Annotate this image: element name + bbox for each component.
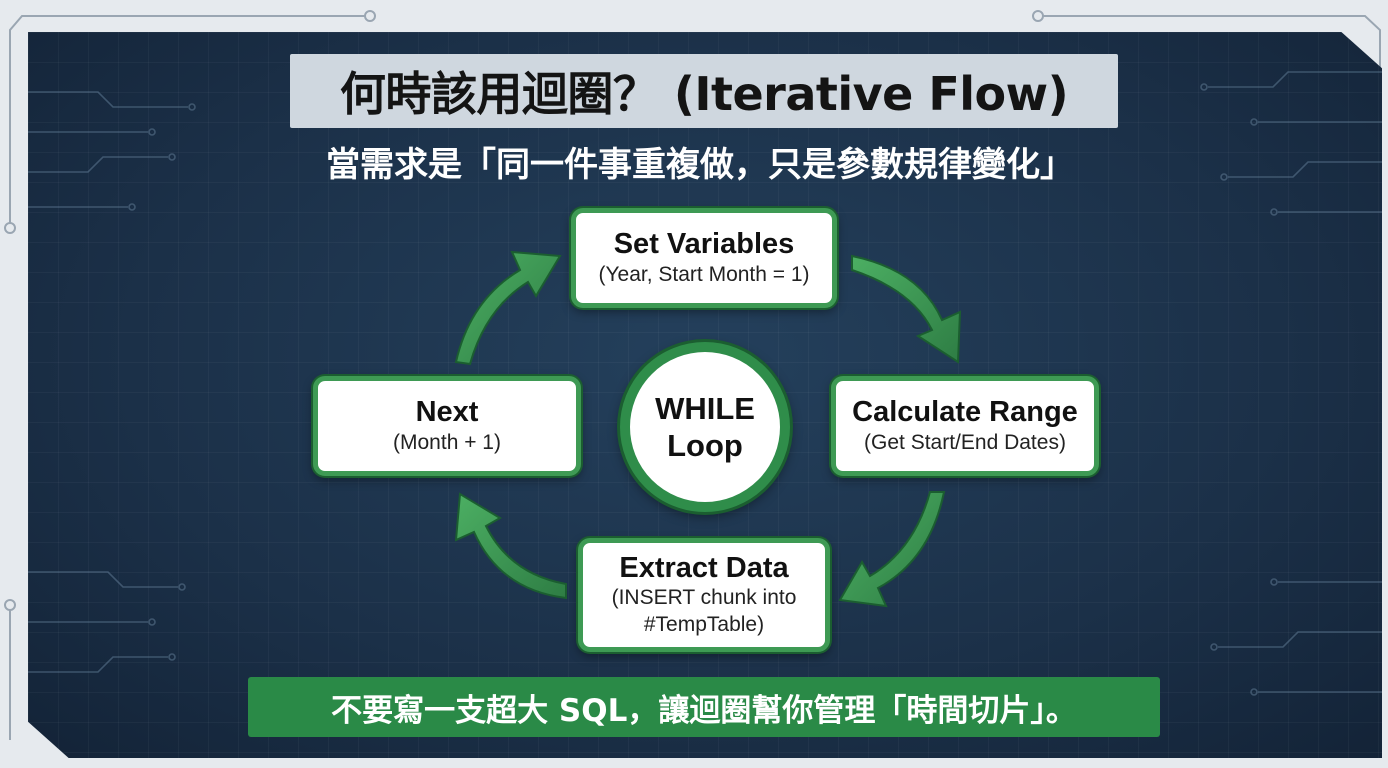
step-subtitle: (Year, Start Month = 1) [598,262,810,286]
step-title: Set Variables [613,228,795,261]
title-banner: 何時該用迴圈？ (Iterative Flow) [290,54,1118,128]
step-next: Next (Month + 1) [313,376,581,476]
step-subtitle: (INSERT chunk into #TempTable) [611,586,797,636]
step-subtitle: (Month + 1) [393,430,501,454]
page-title: 何時該用迴圈？ (Iterative Flow) [339,67,1069,121]
hub-line-2: Loop [667,428,743,463]
hub-line-1: WHILE [655,390,755,426]
footer-text: 不要寫一支超大 SQL，讓迴圈幫你管理「時間切片」。 [331,692,1077,729]
while-loop-hub: WHILE Loop [620,342,790,512]
step-title: Extract Data [619,552,789,585]
step-title: Calculate Range [852,396,1078,429]
step-calculate-range: Calculate Range (Get Start/End Dates) [831,376,1099,476]
step-set-variables: Set Variables (Year, Start Month = 1) [571,208,837,308]
page-subtitle: 當需求是「同一件事重複做，只是參數規律變化」 [326,145,1074,185]
step-extract-data: Extract Data (INSERT chunk into #TempTab… [578,538,830,652]
circuit-decoration [28,71,1382,696]
footer-banner: 不要寫一支超大 SQL，讓迴圈幫你管理「時間切片」。 [248,677,1160,737]
step-subtitle: (Get Start/End Dates) [864,430,1066,454]
step-title: Next [415,396,479,429]
